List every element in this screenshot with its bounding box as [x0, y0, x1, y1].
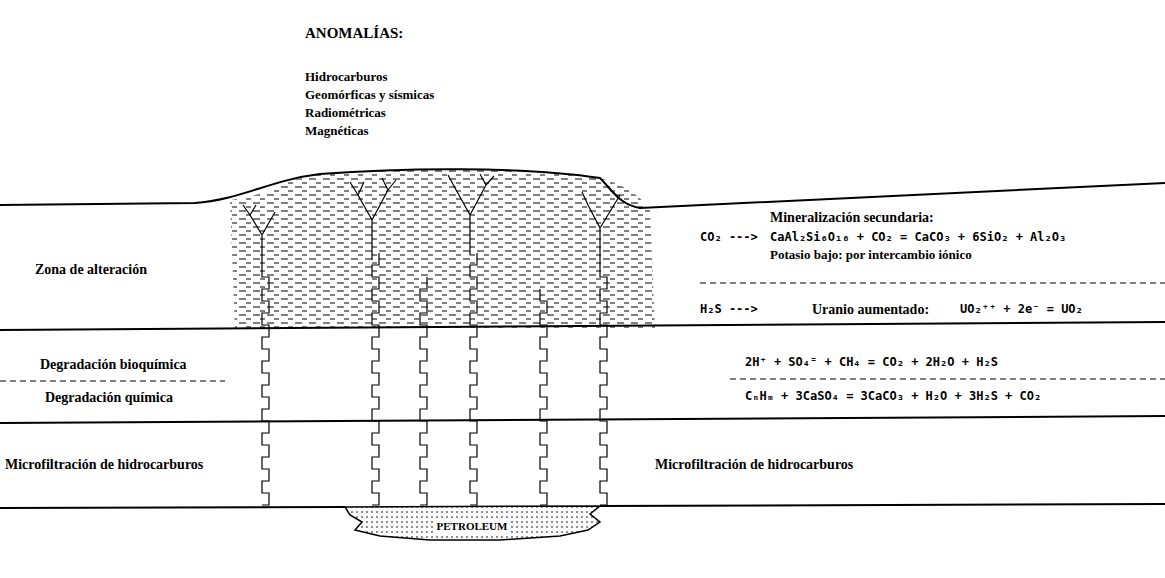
- ground-surface: [0, 169, 1165, 208]
- zone-label: Uranio aumentado:: [812, 302, 929, 318]
- chemical-equation: 2H⁺ + SO₄⁼ + CH₄ = CO₂ + 2H₂O + H₂S: [745, 356, 998, 370]
- petroleum-reservoir: [345, 506, 600, 540]
- zone-label: Radiométricas: [305, 106, 386, 121]
- zone-label: Potasio bajo: por intercambio iónico: [770, 248, 972, 263]
- chemical-equation: CₙHₘ + 3CaSO₄ = 3CaCO₃ + H₂O + 3H₂S + CO…: [745, 390, 1041, 404]
- label-patch: [434, 519, 511, 534]
- title: ANOMALÍAS:: [305, 25, 403, 42]
- fractures: [262, 253, 607, 505]
- zone-label: Hidrocarburos: [305, 70, 388, 85]
- zone-label: Microfiltración de hidrocarburos: [655, 457, 853, 473]
- chemical-equation: CO₂ --->: [700, 231, 758, 245]
- zone-label: Degradación química: [45, 390, 173, 406]
- zone-label: Geomórficas y sísmicas: [305, 88, 434, 103]
- layer-boundary: [0, 322, 1165, 330]
- layer-boundary: [0, 416, 1165, 423]
- zone-label: Zona de alteración: [35, 262, 147, 278]
- chemical-equation: CaAl₂Si₆O₁₆ + CO₂ = CaCO₃ + 6SiO₂ + Al₂O…: [770, 231, 1066, 245]
- dashed-boundary: [730, 378, 1165, 379]
- dashed-boundary: [700, 282, 1165, 283]
- chemical-equation: H₂S --->: [700, 303, 758, 317]
- zone-label: Degradación bioquímica: [40, 357, 187, 373]
- zone-label: Magnéticas: [305, 124, 369, 139]
- zone-label: Mineralización secundaria:: [770, 210, 934, 226]
- dashed-boundary: [0, 380, 225, 381]
- alteration-stipple: [230, 169, 655, 330]
- chemical-equation: UO₂⁺⁺ + 2e⁻ = UO₂: [960, 303, 1083, 317]
- zone-label: PETROLEUM: [437, 520, 508, 533]
- zone-label: Microfiltración de hidrocarburos: [5, 457, 203, 473]
- fracture-branches: [243, 174, 620, 265]
